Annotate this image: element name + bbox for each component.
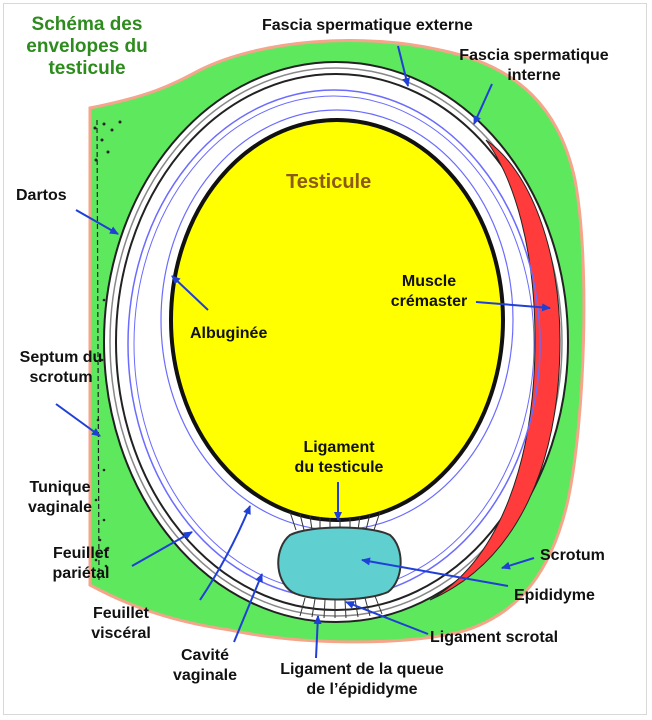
- arrow-feuillet-visceral: [199, 505, 251, 601]
- label-septum: Septum du scrotum: [6, 348, 116, 388]
- label-cavite-line-2: vaginale: [172, 667, 238, 684]
- arrow-epididyme: [361, 557, 509, 587]
- arrow-septum: [55, 403, 101, 437]
- label-ligament-queue-line-2: de l’épididyme: [306, 681, 418, 698]
- arrow-cavite: [233, 573, 263, 643]
- label-tunique-line-1: Tunique: [29, 479, 91, 496]
- label-feuillet-visceral: Feuillet viscéral: [76, 604, 166, 644]
- label-ligament-testicule-line-2: du testicule: [294, 459, 384, 476]
- label-feuillet-parietal-line-2: pariétal: [52, 565, 110, 582]
- title-line-3: testicule: [48, 58, 126, 79]
- label-feuillet-visceral-line-1: Feuillet: [92, 605, 149, 622]
- cremaster-muscle: [429, 139, 561, 601]
- title-line-2: envelopes du: [26, 36, 148, 57]
- arrows: [55, 45, 551, 659]
- arrow-albuginee: [171, 275, 209, 311]
- label-scrotum: Scrotum: [540, 547, 605, 564]
- label-fascia-externe: Fascia spermatique externe: [262, 17, 473, 34]
- arrow-dartos: [75, 209, 119, 235]
- label-muscle-line-2: crémaster: [390, 293, 468, 310]
- label-feuillet-parietal: Feuillet pariétal: [36, 544, 126, 584]
- septum-line: [96, 119, 100, 581]
- label-muscle-line-1: Muscle: [401, 273, 457, 290]
- arrow-muscle: [475, 301, 551, 312]
- label-fascia-interne-line-2: interne: [507, 67, 561, 84]
- arrow-ligament-scrotal: [345, 601, 429, 635]
- arrow-feuillet-parietal: [131, 531, 193, 567]
- label-muscle-cremaster: Muscle crémaster: [374, 272, 484, 312]
- arrow-fascia-interne: [473, 83, 493, 125]
- diagram-title: Schéma des envelopes du testicule: [12, 14, 162, 80]
- label-ligament-scrotal: Ligament scrotal: [430, 629, 559, 646]
- title-line-1: Schéma des: [31, 14, 143, 35]
- label-ligament-queue-line-1: Ligament de la queue: [280, 661, 444, 678]
- label-epididyme: Epididyme: [514, 587, 595, 604]
- ligament-queue-fibres: [299, 595, 383, 619]
- label-septum-line-2: scrotum: [29, 369, 93, 386]
- label-feuillet-parietal-line-1: Feuillet: [52, 545, 109, 562]
- label-albuginee: Albuginée: [190, 325, 268, 342]
- label-tunique-line-2: vaginale: [27, 499, 93, 516]
- arrow-ligament-queue: [313, 615, 322, 659]
- label-cavite-line-1: Cavité: [180, 647, 230, 664]
- label-septum-line-1: Septum du: [19, 349, 103, 366]
- label-ligament-testicule: Ligament du testicule: [272, 438, 406, 478]
- label-tunique-vaginale: Tunique vaginale: [10, 478, 110, 518]
- label-testicule: Testicule: [286, 171, 372, 193]
- septum-dots: [93, 120, 122, 568]
- label-dartos: Dartos: [16, 187, 67, 204]
- label-cavite-vaginale: Cavité vaginale: [160, 646, 250, 686]
- label-ligament-testicule-line-1: Ligament: [303, 439, 375, 456]
- arrow-fascia-externe: [397, 45, 410, 87]
- label-fascia-interne-line-1: Fascia spermatique: [459, 47, 609, 64]
- label-ligament-queue: Ligament de la queue de l’épididyme: [262, 660, 462, 700]
- epididyme-shape: [277, 526, 402, 601]
- fascia-ring-2: [109, 67, 563, 617]
- label-fascia-interne: Fascia spermatique interne: [434, 46, 634, 86]
- label-feuillet-visceral-line-2: viscéral: [91, 625, 151, 642]
- arrow-scrotum: [501, 557, 535, 570]
